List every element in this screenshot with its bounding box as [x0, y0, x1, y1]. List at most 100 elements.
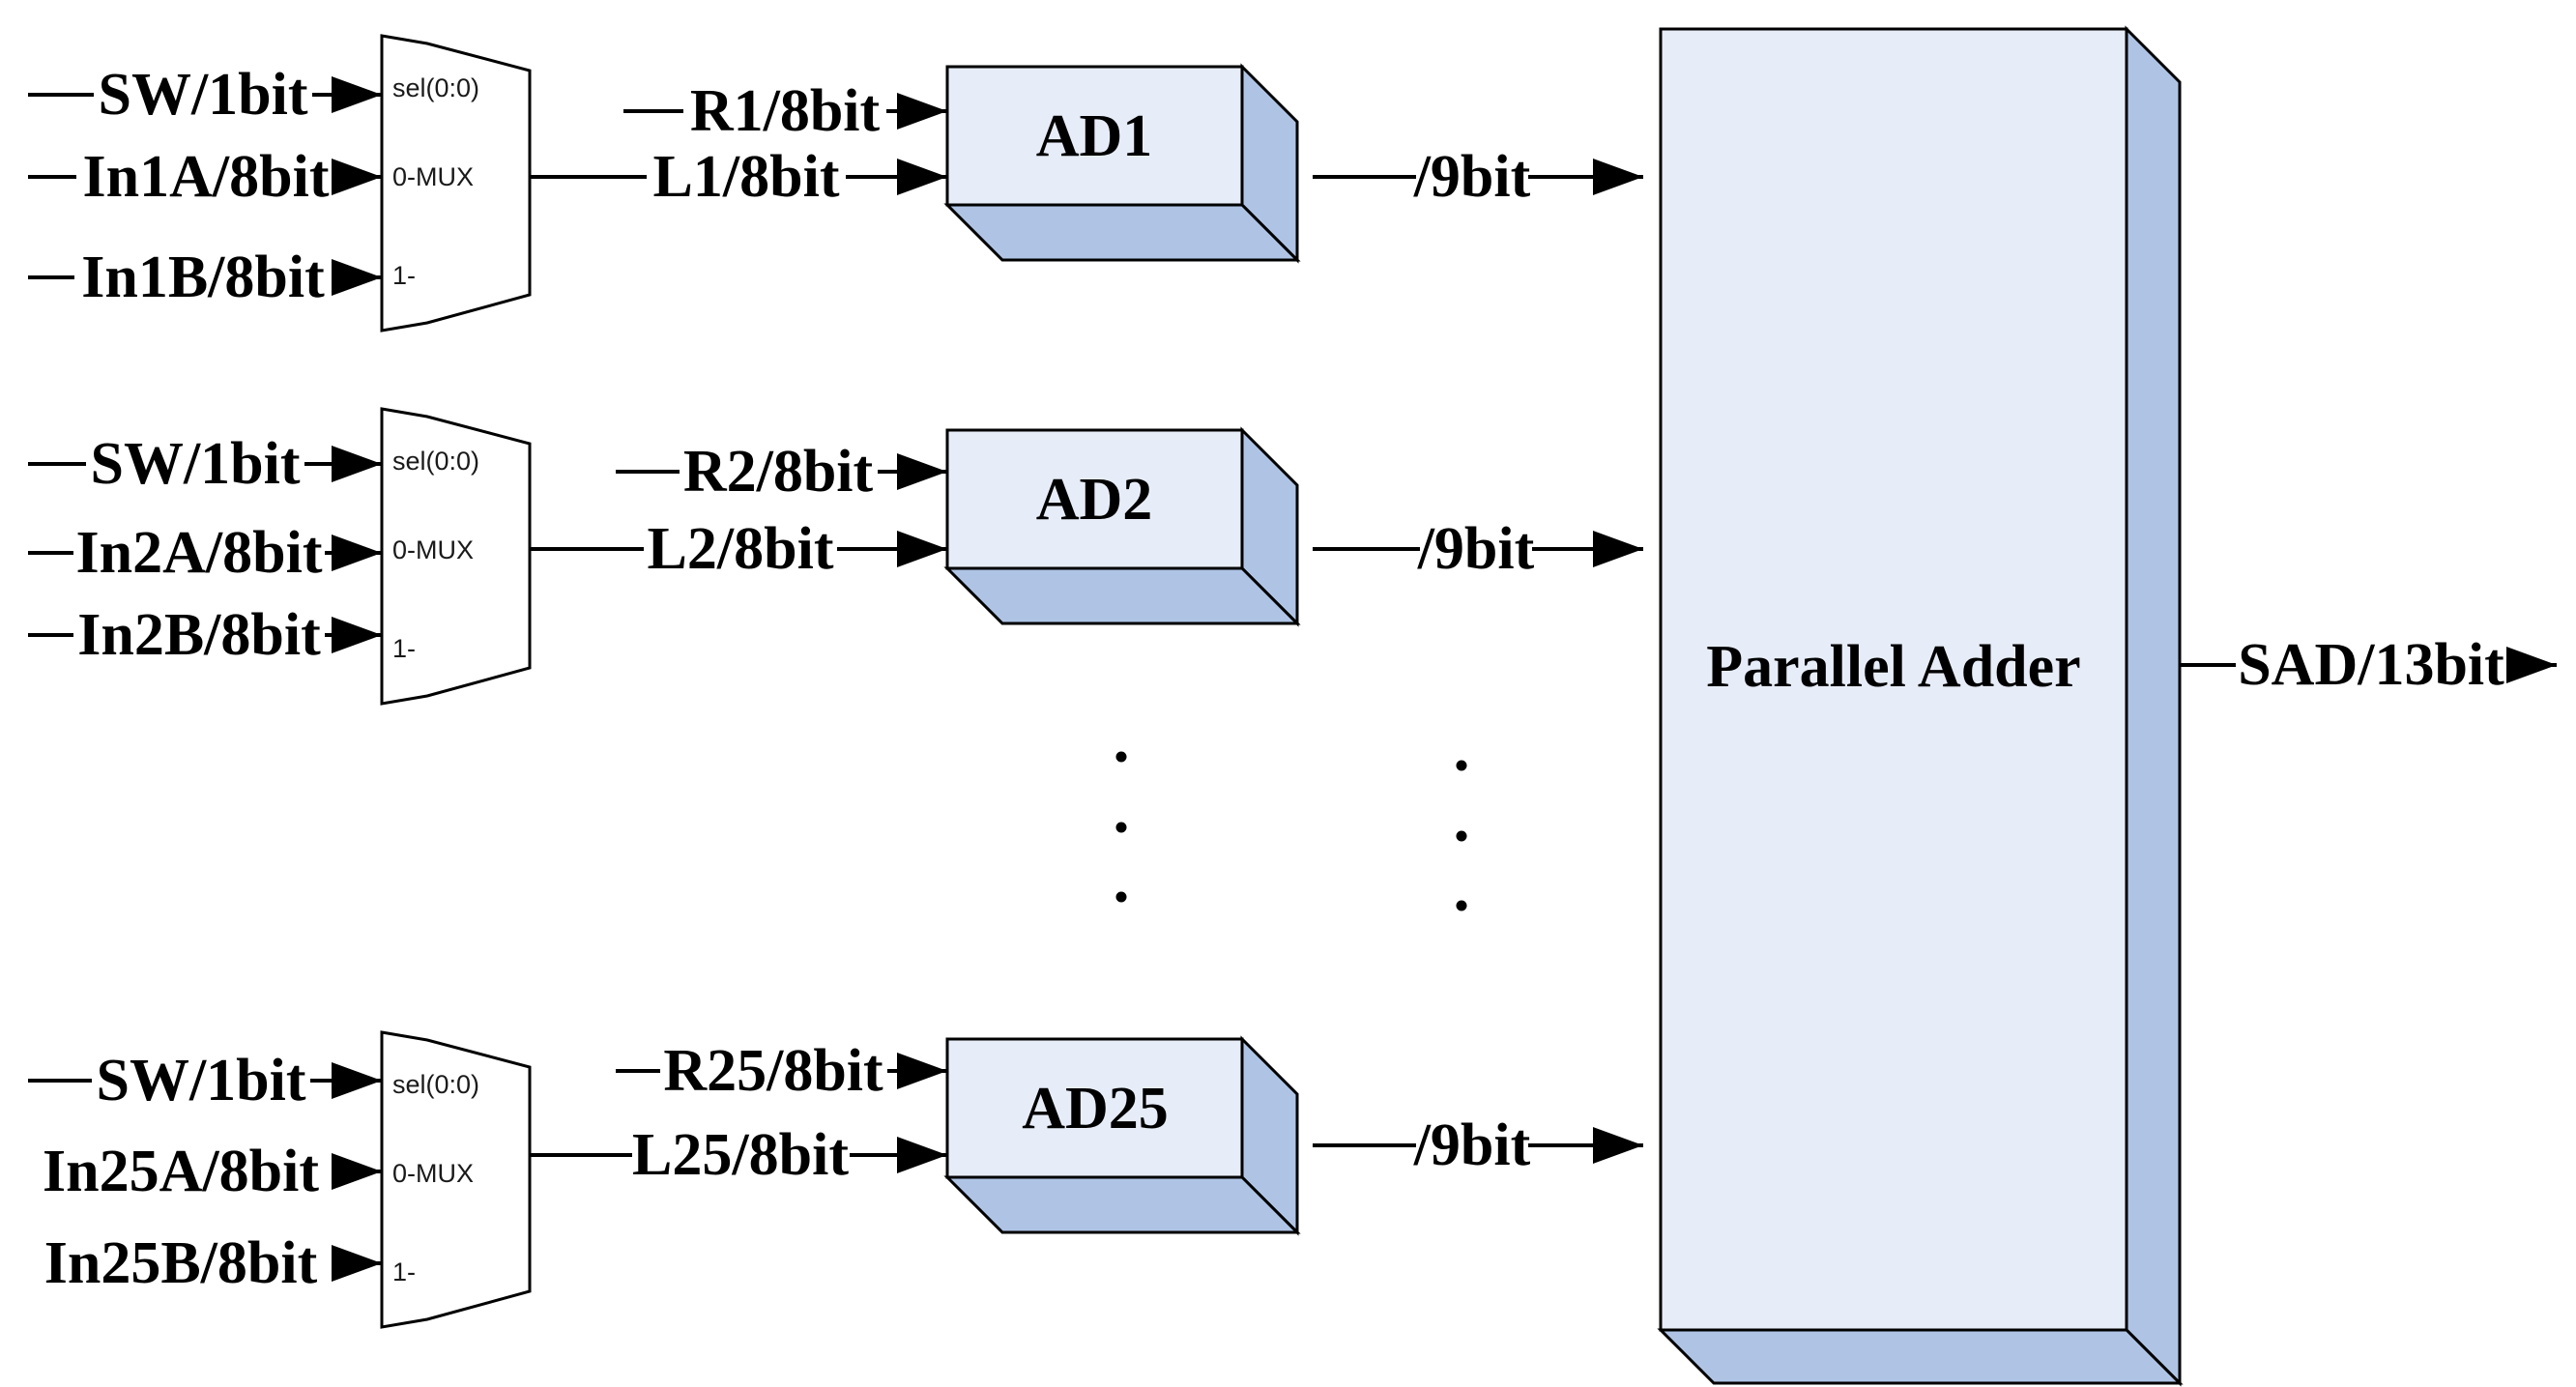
- mux-25: sel(0:0) 0-MUX 1-: [380, 1030, 532, 1329]
- ad-1-label: AD1: [1036, 103, 1153, 169]
- label-backdrop: [73, 603, 325, 667]
- mux-25-body-label: 0-MUX: [392, 1159, 474, 1188]
- input-a-label-3: In25A/8bit: [43, 1139, 319, 1204]
- mux-1-body-label: 0-MUX: [392, 162, 474, 191]
- label-backdrop: [76, 145, 335, 209]
- ad-2-label: AD2: [1036, 467, 1153, 533]
- arrowhead: [1593, 1127, 1643, 1164]
- wire-labels: SW/1bit In1A/8bit In1B/8bit R1/8bit L1/8…: [43, 62, 2504, 1296]
- mux-2: sel(0:0) 0-MUX 1-: [380, 407, 532, 706]
- input-b-label-2: In2B/8bit: [77, 602, 321, 668]
- arrowhead: [332, 76, 382, 113]
- label-backdrop: [74, 246, 332, 309]
- arrowhead: [897, 1053, 947, 1089]
- arrowhead: [332, 1245, 382, 1282]
- label-backdrop: [86, 432, 304, 496]
- sel-input-label-3: SW/1bit: [96, 1048, 305, 1113]
- ad-25-front-face: [945, 1037, 1244, 1179]
- mux-1-port1-label: 1-: [392, 261, 416, 290]
- mux-25-port1-label: 1-: [392, 1257, 416, 1286]
- l-input-label-1: L1/8bit: [653, 144, 840, 210]
- ad-1-bottom-face: [943, 203, 1301, 262]
- l-input-label-2: L2/8bit: [648, 516, 834, 582]
- label-backdrop: [632, 1123, 850, 1187]
- r-input-label-1: R1/8bit: [690, 78, 881, 144]
- parallel-adder-bottom-face: [1657, 1328, 2184, 1385]
- arrowhead: [2506, 647, 2557, 683]
- ad-block-2: AD2: [943, 426, 1301, 627]
- label-backdrop: [683, 79, 886, 143]
- ad-25-bottom-face: [943, 1175, 1301, 1234]
- input-a-label-2: In2A/8bit: [76, 520, 323, 586]
- mux-2-port1-label: 1-: [392, 634, 416, 663]
- input-b-label-1: In1B/8bit: [81, 245, 325, 310]
- parallel-adder-label: Parallel Adder: [1706, 634, 2080, 700]
- arrowhead: [332, 159, 382, 195]
- label-backdrop: [1416, 1113, 1528, 1177]
- ad-output-label-3: /9bit: [1413, 1112, 1531, 1178]
- ellipsis-dot: [1456, 830, 1467, 842]
- ellipsis-dot: [1115, 822, 1127, 833]
- r-input-label-2: R2/8bit: [683, 439, 874, 505]
- mux-25-body: [380, 1030, 532, 1329]
- vertical-ellipsis-left: [1115, 751, 1127, 903]
- label-backdrop: [644, 517, 837, 581]
- ad-1-front-face: [945, 65, 1244, 207]
- ellipsis-dot: [1456, 760, 1467, 771]
- mux-1-sel-port-label: sel(0:0): [392, 73, 479, 102]
- arrowhead: [332, 259, 382, 296]
- arrowhead: [897, 531, 947, 567]
- arrowheads: [332, 76, 2557, 1282]
- arrowhead: [1593, 159, 1643, 195]
- l-input-label-3: L25/8bit: [632, 1122, 849, 1188]
- arrowhead: [897, 453, 947, 490]
- label-backdrops: [21, 63, 2506, 1295]
- ad-2-front-face: [945, 428, 1244, 570]
- ellipsis-dot: [1115, 891, 1127, 903]
- ad-output-label-2: /9bit: [1417, 516, 1535, 582]
- mux-2-sel-port-label: sel(0:0): [392, 447, 479, 476]
- ad-output-label-1: /9bit: [1413, 144, 1531, 210]
- label-backdrop: [73, 521, 325, 585]
- label-backdrop: [1420, 517, 1532, 581]
- arrowhead: [1593, 531, 1643, 567]
- label-backdrop: [21, 1140, 340, 1203]
- sel-input-label-2: SW/1bit: [90, 431, 300, 497]
- mux-2-body: [380, 407, 532, 706]
- parallel-adder-side-face: [2125, 25, 2182, 1387]
- ad-block-25: AD25: [943, 1035, 1301, 1236]
- arrowhead: [332, 535, 382, 571]
- sel-input-label-1: SW/1bit: [98, 62, 307, 128]
- arrowhead: [897, 93, 947, 130]
- ad-2-bottom-face: [943, 566, 1301, 625]
- ellipsis-dot: [1115, 751, 1127, 763]
- label-backdrop: [680, 440, 878, 504]
- arrowhead: [332, 1153, 382, 1190]
- label-backdrop: [92, 1049, 310, 1112]
- parallel-adder-block: Parallel Adder: [1657, 25, 2184, 1387]
- r-input-label-3: R25/8bit: [663, 1038, 883, 1104]
- input-a-label-1: In1A/8bit: [83, 144, 330, 210]
- input-b-label-3: In25B/8bit: [44, 1230, 318, 1296]
- vertical-ellipsis-right: [1456, 760, 1467, 911]
- label-backdrop: [2236, 633, 2506, 697]
- parallel-adder-front-face: [1659, 27, 2128, 1332]
- label-backdrop: [660, 1039, 887, 1103]
- mux-1: sel(0:0) 0-MUX 1-: [380, 34, 532, 332]
- label-backdrop: [1416, 145, 1528, 209]
- arrowhead: [897, 159, 947, 195]
- arrowhead: [332, 617, 382, 653]
- sad-output-label: SAD/13bit: [2238, 632, 2504, 698]
- label-backdrop: [94, 63, 312, 127]
- mux-25-sel-port-label: sel(0:0): [392, 1070, 479, 1099]
- arrowhead: [897, 1137, 947, 1173]
- ad-25-label: AD25: [1022, 1076, 1169, 1141]
- label-backdrop: [21, 1231, 340, 1295]
- ellipsis-dot: [1456, 900, 1467, 911]
- arrowhead: [332, 1062, 382, 1099]
- mux-1-body: [380, 34, 532, 332]
- label-backdrop: [647, 145, 846, 209]
- mux-2-body-label: 0-MUX: [392, 535, 474, 564]
